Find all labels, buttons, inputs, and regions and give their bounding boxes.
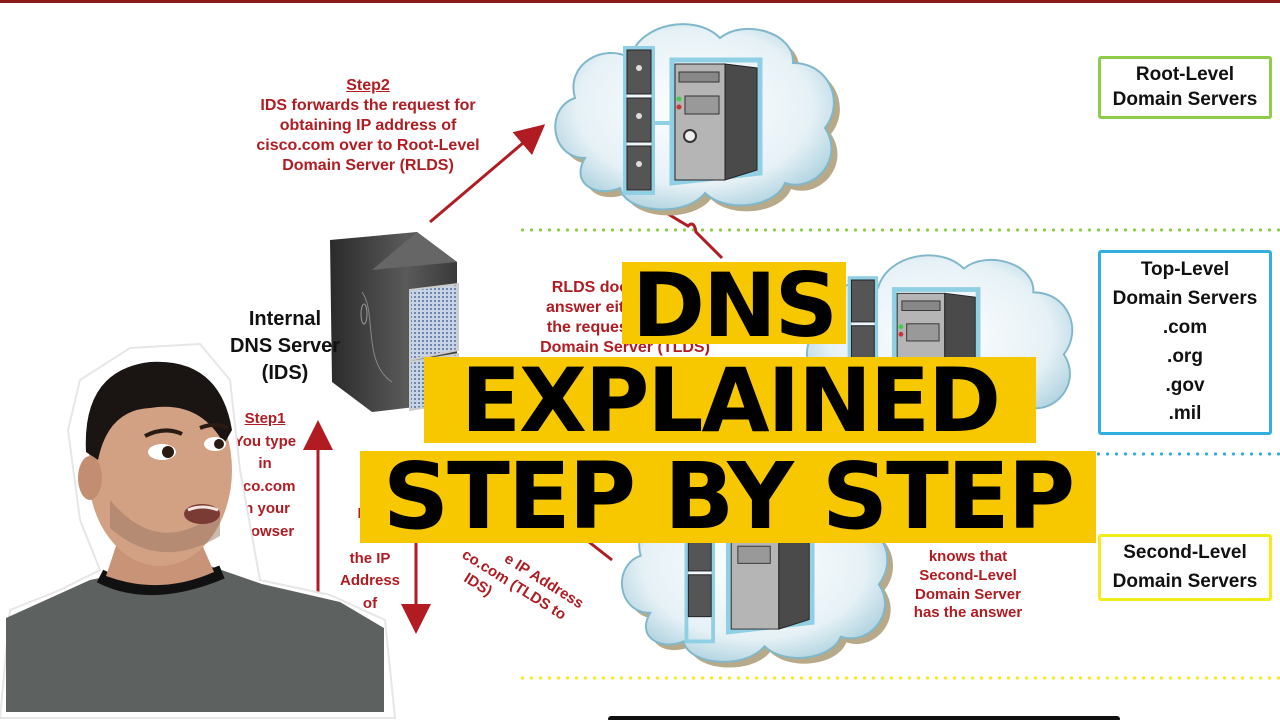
step2-line: obtaining IP address of (279, 117, 457, 134)
root-level-line: Domain Servers (1112, 88, 1258, 110)
tld-gov: .gov (1165, 374, 1205, 396)
step-return-line: of (362, 594, 378, 612)
top-level-line: Top-Level (1140, 259, 1230, 280)
step1-line: in (258, 455, 272, 472)
step3-line: RLDS doe (551, 279, 629, 296)
second-level-legend: Second-Level Domain Servers (1098, 534, 1272, 601)
ids-label-line2: DNS Server (229, 335, 341, 357)
root-level-cloud-icon (554, 23, 840, 216)
title-line-step-by-step: STEP BY STEP (360, 451, 1096, 543)
second-level-line: Second-Level (1123, 542, 1247, 563)
step2-line: cisco.com over to Root-Level (256, 137, 480, 154)
step2-arrow (429, 124, 546, 224)
tld-org: .org (1167, 345, 1203, 367)
step5-line: Domain Server (915, 585, 1021, 603)
step3-line: the request (546, 319, 634, 336)
step5-annotation: knows that Second-Level Domain Server ha… (896, 548, 1040, 623)
root-to-tld-connector (667, 212, 724, 260)
step1-line: sco.com (234, 477, 296, 495)
step5-line: has the answer (913, 604, 1023, 622)
bottom-dark-bar (608, 716, 1120, 720)
step2-line: Domain Server (RLDS) (282, 157, 454, 174)
ids-label-line1: Internal (248, 308, 322, 330)
step1-annotation: Step1 You type in sco.com in your browse… (222, 408, 308, 543)
step1-line: in your (239, 500, 290, 517)
root-level-line: Root-Level (1135, 64, 1235, 85)
step1-heading: Step1 (244, 410, 286, 427)
tld-com: .com (1162, 316, 1208, 338)
step1-line: You type (233, 432, 297, 450)
step3-line: answer eith (545, 299, 635, 316)
second-level-separator (518, 676, 1280, 680)
step3-annotation: RLDS doe answer eith the request Domain … (500, 278, 750, 358)
internal-dns-server-label: Internal DNS Server (IDS) (222, 306, 348, 387)
presenter-photo (0, 342, 397, 719)
step2-line: IDS forwards the request for (260, 97, 476, 114)
step5-line: Second-Level (919, 566, 1017, 584)
step-return-line: the IP (349, 549, 391, 567)
second-level-line: Domain Servers (1112, 570, 1258, 592)
root-level-separator (518, 228, 1280, 232)
tld-mil: .mil (1168, 403, 1202, 425)
title-line-explained: EXPLAINED (424, 357, 1036, 443)
ids-label-line3: (IDS) (261, 362, 309, 384)
top-level-line: Domain Servers (1112, 287, 1258, 309)
step2-annotation: Step2 IDS forwards the request for obtai… (248, 76, 488, 176)
title-line-dns: DNS (622, 262, 846, 344)
step2-heading: Step2 (346, 77, 390, 94)
step5-line: knows that (928, 548, 1008, 565)
top-level-legend: Top-Level Domain Servers .com .org .gov … (1098, 250, 1272, 436)
step-return-line: Address (339, 572, 401, 589)
root-level-legend: Root-Level Domain Servers (1098, 56, 1272, 119)
top-border-line (0, 0, 1280, 3)
